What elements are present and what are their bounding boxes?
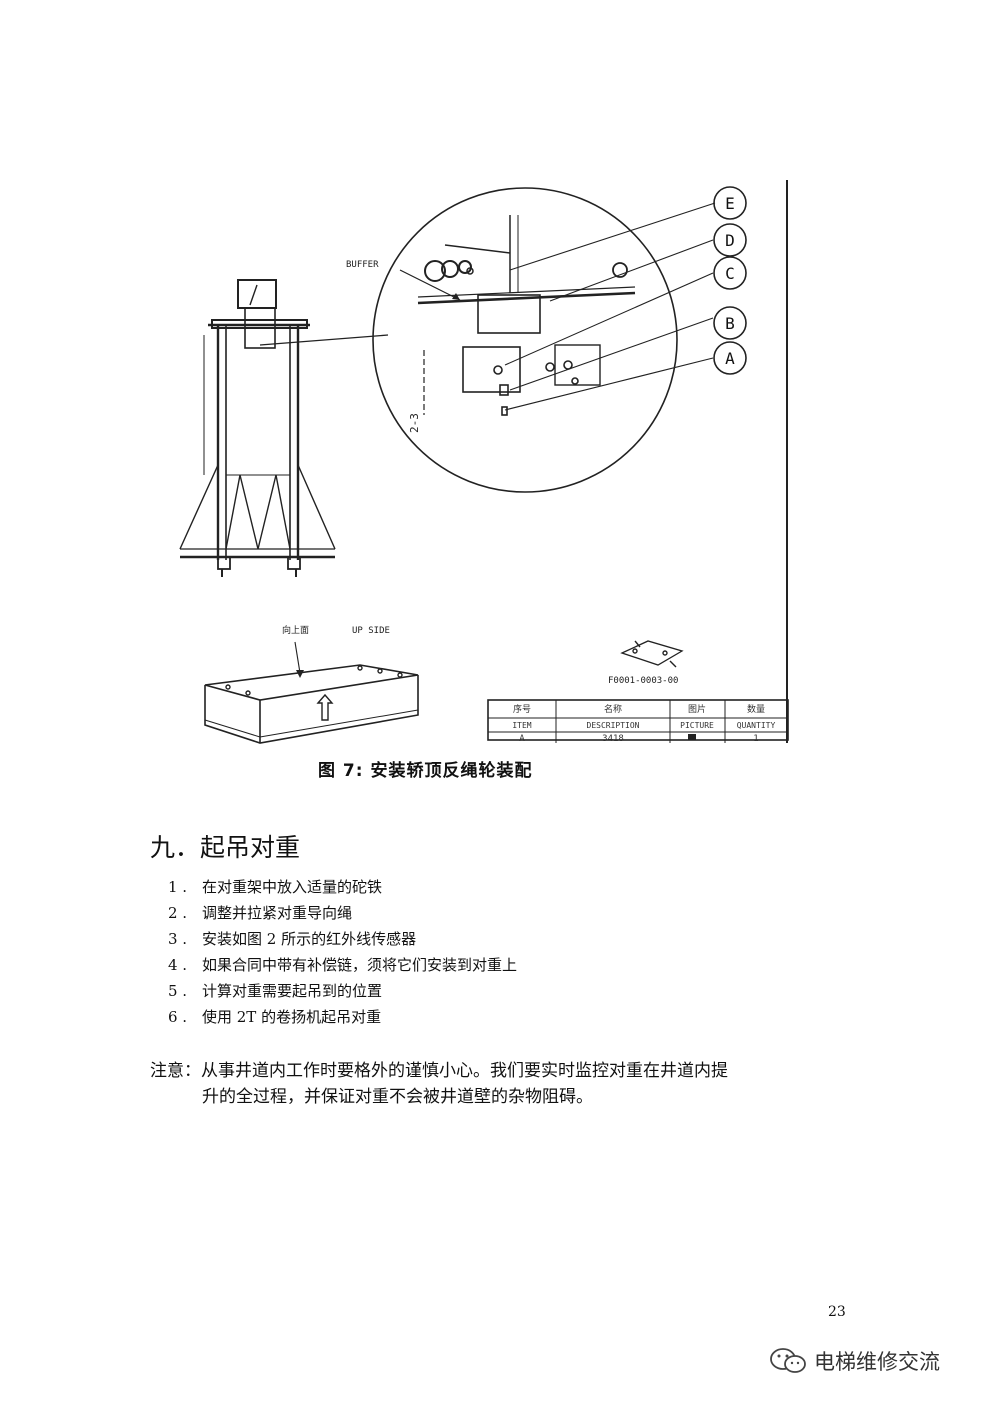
callout-d-circle — [713, 223, 747, 257]
list-item: 6 . 使用 2T 的卷扬机起吊对重 — [168, 1006, 517, 1032]
dimension-label: 2-3 — [408, 413, 421, 433]
list-item: 4 . 如果合同中带有补偿链，须将它们安装到对重上 — [168, 954, 517, 980]
table-picture-swatch — [688, 734, 696, 740]
step-text: 使用 2T 的卷扬机起吊对重 — [202, 1008, 382, 1026]
table-header-en-qty: QUANTITY — [737, 721, 776, 730]
callout-e: E — [725, 194, 735, 213]
part-sketch — [620, 640, 684, 668]
note-line-2: 升的全过程，并保证对重不会被井道壁的杂物阻碍。 — [202, 1087, 593, 1107]
callout-d: D — [725, 231, 735, 250]
up-side-en-label: UP SIDE — [352, 626, 390, 636]
page-number: 23 — [828, 1304, 846, 1320]
figure-drawing: E D C B A BUFFER 2-3 向上面 UP SIDE F0001-0… — [179, 180, 789, 744]
figure-caption: 图 7: 安装轿顶反绳轮装配 — [318, 761, 533, 781]
parts-table — [487, 699, 789, 743]
installation-figure: E D C B A BUFFER 2-3 向上面 UP SIDE F0001-0… — [160, 175, 800, 750]
table-header-cn-qty: 数量 — [747, 703, 765, 715]
list-item: 5 . 计算对重需要起吊到的位置 — [168, 980, 517, 1006]
note-paragraph: 注意：从事井道内工作时要格外的谨慎小心。我们要实时监控对重在井道内提 升的全过程… — [150, 1058, 850, 1110]
list-item: 3 . 安装如图 2 所示的红外线传感器 — [168, 928, 517, 954]
callout-a: A — [725, 349, 735, 368]
wechat-icon — [770, 1348, 806, 1373]
car-frame-drawing — [179, 279, 389, 577]
callout-c-circle — [713, 256, 747, 290]
table-cell-desc: 3418 — [602, 734, 624, 744]
note-label: 注意： — [150, 1061, 201, 1081]
step-number: 5 . — [168, 982, 188, 1000]
step-number: 6 . — [168, 1008, 188, 1026]
table-header-en-pic: PICTURE — [680, 721, 714, 730]
watermark: 电梯维修交流 — [768, 1346, 940, 1376]
box-drawing — [204, 641, 419, 744]
step-text: 安装如图 2 所示的红外线传感器 — [202, 930, 417, 948]
table-header-cn-pic: 图片 — [688, 703, 706, 715]
list-item: 2 . 调整并拉紧对重导向绳 — [168, 902, 517, 928]
callout-b-circle — [713, 306, 747, 340]
step-text: 调整并拉紧对重导向绳 — [202, 904, 353, 922]
steps-list: 1 . 在对重架中放入适量的砣铁 2 . 调整并拉紧对重导向绳 3 . 安装如图 2 … — [168, 876, 517, 1032]
callout-leaders — [504, 202, 716, 411]
section-title: 九．起吊对重 — [150, 833, 301, 862]
callout-e-circle — [713, 186, 747, 220]
part-number-label: F0001-0003-00 — [608, 676, 678, 686]
step-number: 2 . — [168, 904, 188, 922]
up-side-cn-label: 向上面 — [282, 624, 309, 636]
step-text: 在对重架中放入适量的砣铁 — [202, 878, 383, 896]
step-text: 如果合同中带有补偿链，须将它们安装到对重上 — [202, 956, 518, 974]
table-header-en-item: ITEM — [512, 721, 531, 730]
callout-b: B — [725, 314, 735, 333]
step-number: 4 . — [168, 956, 188, 974]
step-text: 计算对重需要起吊到的位置 — [202, 982, 383, 1000]
list-item: 1 . 在对重架中放入适量的砣铁 — [168, 876, 517, 902]
table-header-cn-desc: 名称 — [604, 703, 622, 715]
buffer-label: BUFFER — [346, 260, 379, 270]
watermark-text: 电梯维修交流 — [814, 1350, 940, 1374]
step-number: 1 . — [168, 878, 188, 896]
note-line-1: 从事井道内工作时要格外的谨慎小心。我们要实时监控对重在井道内提 — [201, 1061, 728, 1081]
callout-c: C — [725, 264, 735, 283]
detail-circle-drawing — [372, 187, 678, 493]
table-header-en-desc: DESCRIPTION — [587, 721, 640, 730]
table-cell-item: A — [519, 734, 525, 744]
step-number: 3 . — [168, 930, 188, 948]
table-cell-qty: 1 — [753, 734, 758, 744]
table-header-cn-item: 序号 — [513, 703, 531, 715]
callout-a-circle — [713, 341, 747, 375]
callout-markers — [713, 186, 747, 375]
